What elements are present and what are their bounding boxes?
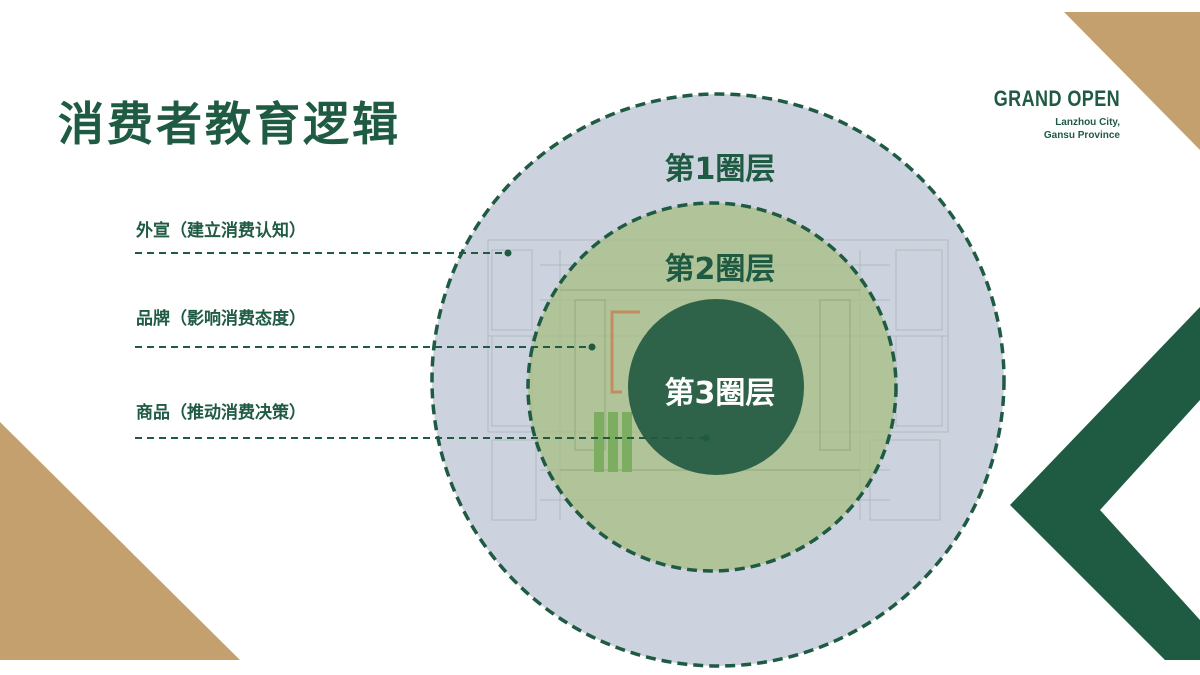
brand-block: GRAND OPEN Lanzhou City, Gansu Province (966, 86, 1120, 142)
ring-label-3: 第3圈层 (664, 376, 776, 411)
bottom-left-corner-shape (0, 422, 240, 660)
connector-lines (135, 252, 706, 439)
inner-ring (628, 299, 804, 475)
ring-label-1: 第1圈层 (664, 152, 776, 187)
brand-location-line-1: Lanzhou City, (1055, 117, 1120, 128)
connector-dot-3 (702, 434, 710, 442)
floor-plan-detail (560, 289, 860, 472)
connector-dot-1 (504, 249, 512, 257)
label-product: 商品（推动消费决策） (136, 403, 306, 423)
brand-location-line-2: Gansu Province (1043, 130, 1120, 141)
connector-dot-2 (588, 343, 596, 351)
top-right-corner-shape (1064, 12, 1200, 150)
ring-label-2: 第2圈层 (664, 252, 776, 287)
label-brand: 品牌（影响消费态度） (136, 309, 306, 329)
label-external-promotion: 外宣（建立消费认知） (136, 221, 306, 241)
brand-name: GRAND OPEN (993, 86, 1120, 111)
page-title: 消费者教育逻辑 (58, 97, 401, 151)
right-chevron-shape (1010, 307, 1200, 660)
